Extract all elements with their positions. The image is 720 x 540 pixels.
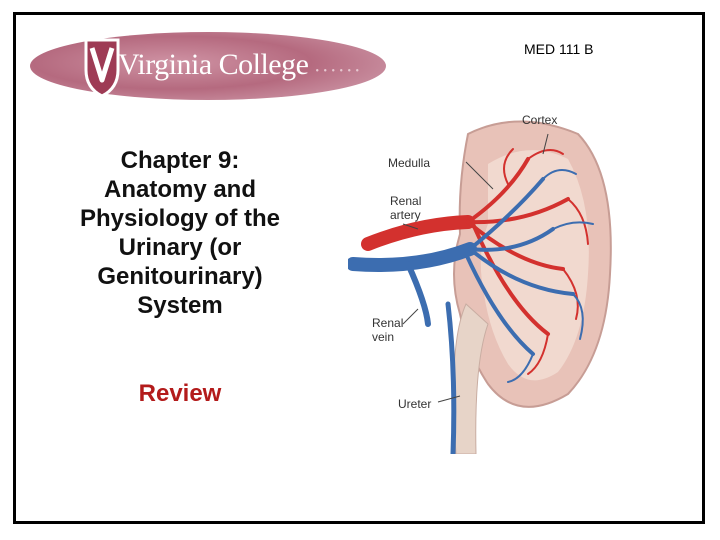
review-label: Review: [138, 380, 222, 407]
title-line: Genitourinary): [97, 263, 263, 290]
label-cortex: Cortex: [522, 113, 558, 127]
logo-wordmark: Virginia College • • • • • •: [118, 48, 360, 81]
label-medulla: Medulla: [388, 156, 431, 170]
title-line: Physiology of the: [79, 205, 280, 232]
course-code: MED 111 B: [524, 41, 594, 57]
title-line: Anatomy and: [103, 176, 256, 203]
title-line: Chapter 9:: [120, 147, 240, 174]
label-renal-vein: Renal vein: [372, 316, 404, 344]
renal-vein: [348, 169, 594, 454]
title-line: Urinary (or: [118, 234, 242, 261]
shield-icon: [84, 38, 120, 98]
leader-lines: [402, 133, 549, 403]
title-line: System: [137, 292, 223, 319]
label-ureter: Ureter: [398, 397, 432, 411]
kidney-illustration: [453, 120, 612, 454]
logo-oval: [30, 32, 386, 100]
slide-title: Chapter 9: Anatomy and Physiology of the…: [40, 146, 320, 320]
virginia-college-logo: Virginia College • • • • • •: [28, 30, 388, 102]
kidney-diagram: [348, 120, 612, 454]
label-renal-artery: Renal artery: [390, 194, 422, 222]
